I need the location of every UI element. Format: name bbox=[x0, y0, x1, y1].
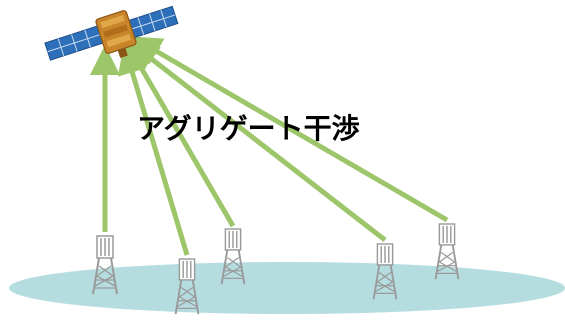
arrow-tower-3 bbox=[124, 39, 236, 228]
satellite-icon bbox=[44, 5, 179, 61]
arrow-tower-5 bbox=[131, 36, 449, 223]
ground-area bbox=[9, 262, 565, 314]
interference-arrows bbox=[90, 36, 449, 256]
arrow-tower-2 bbox=[117, 43, 190, 256]
diagram-label: アグリゲート干渉 bbox=[137, 112, 360, 145]
arrow-tower-4 bbox=[128, 40, 387, 242]
